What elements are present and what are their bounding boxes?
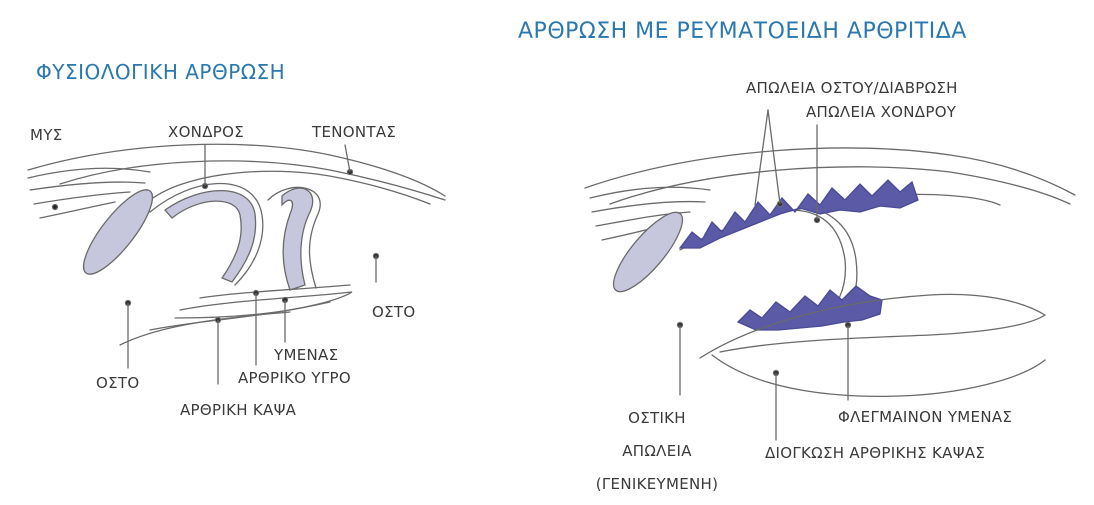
tendon-inner xyxy=(60,161,445,200)
label-bone-loss-line1: ΟΣΤΙΚΗ xyxy=(602,408,712,428)
inflamed-synovium-upper xyxy=(680,180,918,248)
label-membrane: ΥΜΕΝΑΣ xyxy=(274,345,338,365)
normal-joint-diagram xyxy=(28,144,445,384)
muscle-fiber xyxy=(28,168,150,178)
label-synovial-fluid: ΑΡΘΡΙΚΟ ΥΓΡΟ xyxy=(238,368,351,388)
label-bone-left: ΟΣΤΟ xyxy=(96,373,139,393)
label-bone-right: ΟΣΤΟ xyxy=(372,302,415,322)
muscle-fiber xyxy=(40,202,115,218)
synovial-membrane xyxy=(200,285,350,298)
label-bone-loss-line3: (ΓΕΝΙΚΕΥΜΕΝΗ) xyxy=(592,474,722,494)
inflamed-synovium-lower xyxy=(738,286,882,330)
cartilage-upper xyxy=(165,191,256,282)
label-joint-capsule: ΑΡΘΡΙΚΗ ΚΑΨΑ xyxy=(180,400,296,420)
muscle-fiber xyxy=(30,182,145,190)
label-muscle: ΜΥΣ xyxy=(30,125,62,145)
muscle-fiber xyxy=(590,187,710,198)
cartilage-lower xyxy=(282,188,313,290)
label-bone-loss-line2: ΑΠΩΛΕΙΑ xyxy=(602,441,712,461)
ra-joint-diagram xyxy=(585,110,1075,440)
label-bone-erosion: ΑΠΩΛΕΙΑ ΟΣΤΟΥ/ΔΙΑΒΡΩΣΗ xyxy=(746,78,958,98)
label-inflamed-membrane: ΦΛΕΓΜΑΙΝΟΝ ΥΜΕΝΑΣ xyxy=(838,407,1012,427)
label-tendon: ΤΕΝΟΝΤΑΣ xyxy=(312,122,396,142)
label-cartilage-loss: ΑΠΩΛΕΙΑ ΧΟΝΔΡΟΥ xyxy=(806,102,956,122)
label-capsule-swelling: ΔΙΟΓΚΩΣΗ ΑΡΘΡΙΚΗΣ ΚΑΨΑΣ xyxy=(765,443,985,463)
muscle-fiber xyxy=(592,202,705,212)
label-cartilage: ΧΟΝΔΡΟΣ xyxy=(168,122,244,142)
swollen-capsule-lower xyxy=(712,355,1045,396)
muscle-belly xyxy=(604,203,693,300)
